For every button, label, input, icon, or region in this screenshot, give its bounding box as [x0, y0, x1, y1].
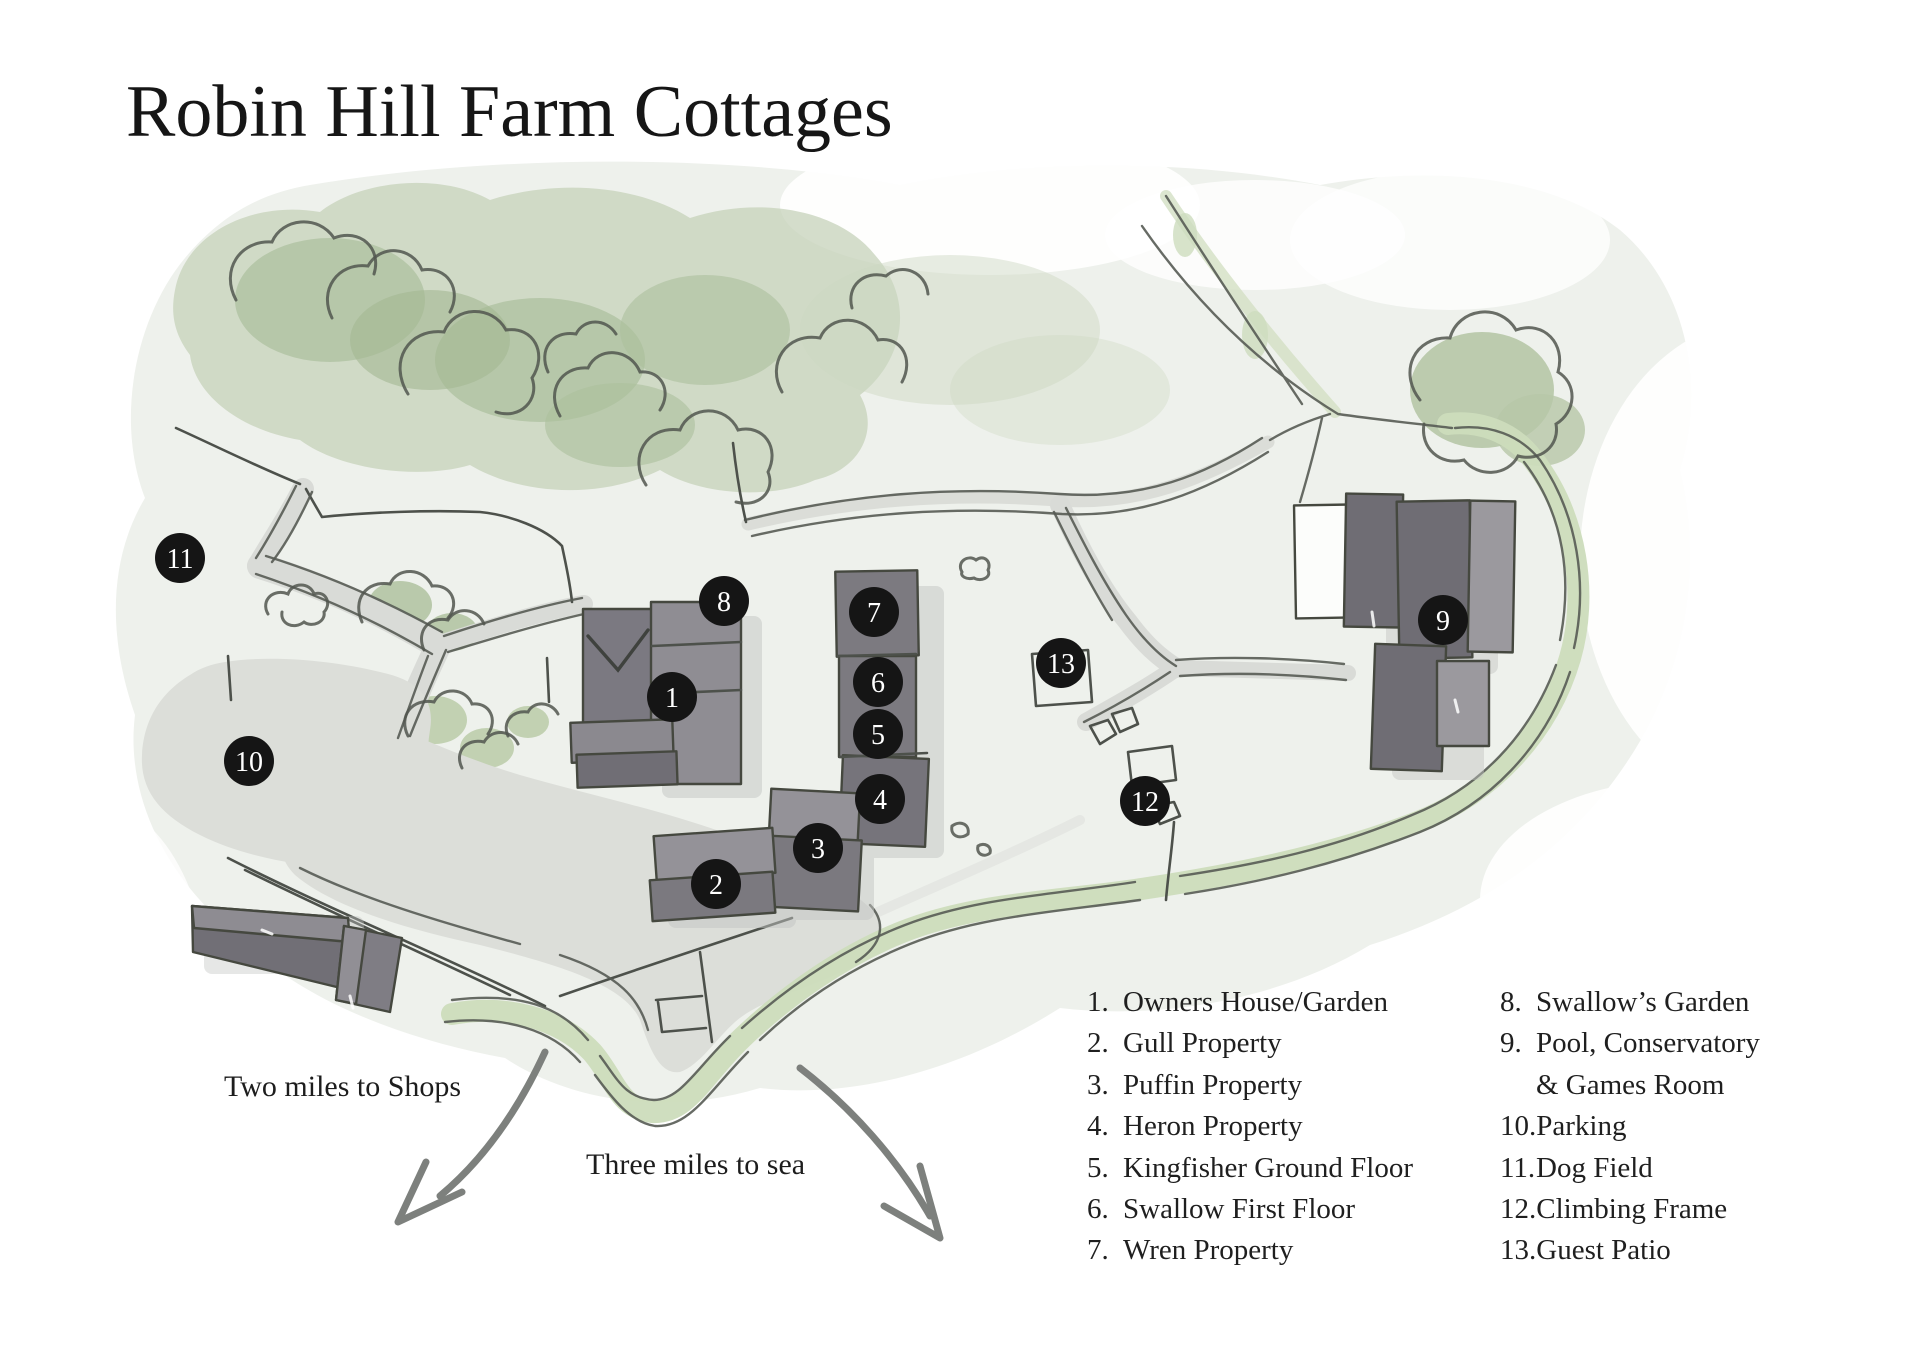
- legend-item: 4. Heron Property: [1087, 1106, 1413, 1147]
- legend-item-continuation: & Games Room: [1500, 1065, 1760, 1106]
- marker-guest-patio: 13: [1036, 638, 1086, 688]
- marker-owners-house: 1: [647, 672, 697, 722]
- fences: [174, 426, 1348, 1044]
- legend-label: Swallow’s Garden: [1536, 986, 1750, 1018]
- building-conservatory: [1435, 659, 1491, 748]
- roof-mark: [586, 628, 650, 673]
- legend-label: Owners House/Garden: [1123, 986, 1388, 1018]
- marker-label: 5: [871, 720, 885, 751]
- marker-label: 10: [235, 747, 263, 778]
- legend-label: Kingfisher Ground Floor: [1123, 1151, 1413, 1184]
- legend-number: 2.: [1087, 1027, 1109, 1060]
- legend-item: 9. Pool, Conservatory: [1500, 1023, 1760, 1064]
- legend-item: 7. Wren Property: [1087, 1230, 1413, 1271]
- marker-heron: 4: [855, 774, 905, 824]
- direction-arrows: [394, 1048, 944, 1242]
- legend-number: 9.: [1500, 1027, 1522, 1060]
- marker-label: 2: [709, 870, 723, 901]
- marker-swallow-first-floor: 6: [853, 657, 903, 707]
- marker-wren: 7: [849, 587, 899, 637]
- marker-label: 11: [167, 544, 194, 575]
- legend-label: Puffin Property: [1123, 1068, 1303, 1101]
- legend-number: 13.: [1500, 1234, 1537, 1267]
- legend-number: 3.: [1087, 1068, 1109, 1101]
- building-games-room: [1369, 642, 1448, 773]
- lane-to-fields: [1140, 194, 1454, 504]
- annotation-three-miles-to-sea: Three miles to sea: [586, 1148, 806, 1181]
- marker-pool: 9: [1418, 595, 1468, 645]
- legend-number: 7.: [1087, 1234, 1109, 1267]
- legend-item: 12.Climbing Frame: [1500, 1189, 1760, 1230]
- legend-label: Dog Field: [1536, 1151, 1653, 1184]
- legend-number: 6.: [1087, 1192, 1109, 1225]
- marker-label: 12: [1131, 787, 1159, 818]
- parking-area: [141, 658, 431, 869]
- farmyard: [283, 728, 881, 1073]
- legend-label: Parking: [1536, 1110, 1627, 1143]
- legend-number: 10.: [1500, 1110, 1537, 1143]
- legend-label: Swallow First Floor: [1123, 1192, 1356, 1225]
- legend-label: Wren Property: [1123, 1234, 1294, 1267]
- tree-canopy: [173, 182, 1585, 768]
- building-pool-a: [1342, 492, 1405, 629]
- legend-number: 1.: [1087, 986, 1109, 1018]
- marker-label: 6: [871, 668, 885, 699]
- marker-label: 4: [873, 785, 887, 816]
- legend-number: 12.: [1500, 1192, 1537, 1225]
- building-owners-annex-dark: [575, 750, 679, 789]
- climbing-frame: [1088, 706, 1182, 826]
- legend-number: 4.: [1087, 1110, 1109, 1143]
- legend-item: 1. Owners House/Garden: [1087, 982, 1413, 1023]
- legend-item: 3. Puffin Property: [1087, 1065, 1413, 1106]
- legend-column-left: 1. Owners House/Garden 2. Gull Property 3.…: [1087, 982, 1413, 1272]
- building-pool-c: [1466, 499, 1517, 654]
- legend-item: 13.Guest Patio: [1500, 1230, 1760, 1271]
- legend-item: 5. Kingfisher Ground Floor: [1087, 1148, 1413, 1189]
- tree-outlines: [228, 220, 1574, 857]
- bottom-whitespace: [0, 1150, 1920, 1357]
- legend-label: Heron Property: [1123, 1110, 1303, 1143]
- marker-label: 3: [811, 834, 825, 865]
- legend-item: 6. Swallow First Floor: [1087, 1189, 1413, 1230]
- hedge-boundary: [441, 190, 1590, 1128]
- annotation-two-miles-to-shops: Two miles to Shops: [224, 1070, 462, 1103]
- legend-item: 10.Parking: [1500, 1106, 1760, 1147]
- legend-item: 11.Dog Field: [1500, 1148, 1760, 1189]
- legend-column-right: 8.Swallow’s Garden 9.Pool, Conservatory …: [1500, 982, 1760, 1272]
- marker-label: 7: [867, 598, 881, 629]
- legend-label: & Games Room: [1536, 1068, 1725, 1101]
- arrow-to-shops: [436, 1048, 549, 1200]
- marker-label: 8: [717, 587, 731, 618]
- marker-kingfisher: 5: [853, 709, 903, 759]
- marker-puffin: 3: [793, 823, 843, 873]
- legend-number: 5.: [1087, 1151, 1109, 1184]
- legend-label: Pool, Conservatory: [1536, 1027, 1760, 1060]
- markers: 1 2 3 4 5 6 7 8 9 10 11 12 13: [155, 533, 1468, 909]
- legend-label: Climbing Frame: [1536, 1192, 1728, 1225]
- legend-label: Gull Property: [1123, 1027, 1282, 1060]
- marker-climbing-frame: 12: [1120, 776, 1170, 826]
- legend-number: 8.: [1500, 986, 1522, 1018]
- marker-label: 1: [665, 683, 679, 714]
- legend-label: Guest Patio: [1536, 1234, 1671, 1267]
- legend-item: 8. Swallow’s Garden: [1500, 982, 1760, 1023]
- marker-parking: 10: [224, 736, 274, 786]
- page-title: Robin Hill Farm Cottages: [126, 71, 893, 153]
- legend-item: 2. Gull Property: [1087, 1023, 1413, 1064]
- marker-label: 9: [1436, 606, 1450, 637]
- marker-label: 13: [1047, 649, 1075, 680]
- marker-gull: 2: [691, 859, 741, 909]
- legend-number: 11.: [1500, 1151, 1536, 1184]
- arrow-to-sea: [796, 1064, 934, 1220]
- marker-swallows-garden: 8: [699, 576, 749, 626]
- marker-dog-field: 11: [155, 533, 205, 583]
